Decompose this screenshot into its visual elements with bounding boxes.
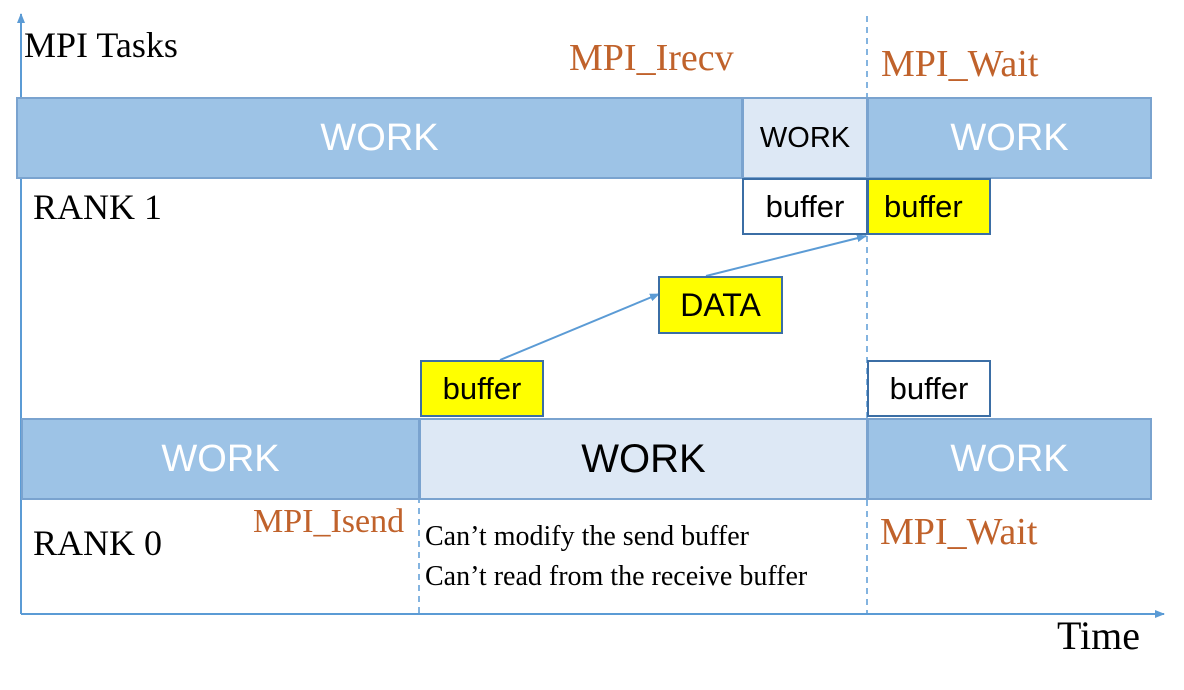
rank0-work-overlap-label: WORK: [581, 436, 706, 481]
restriction-note-line-1: Can’t modify the send buffer: [425, 521, 750, 552]
rank1-work-overlap-block: WORK: [742, 97, 868, 179]
irecv-call-label: MPI_Irecv: [569, 37, 734, 79]
restriction-note: Can’t modify the send buffer Can’t read …: [425, 517, 807, 597]
rank1-buffer-pending-label: buffer: [765, 188, 845, 224]
rank1-work-before-label: WORK: [320, 116, 439, 159]
rank1-work-overlap-label: WORK: [759, 121, 851, 154]
rank0-buffer-sending-label: buffer: [442, 370, 522, 406]
rank1-work-after-block: WORK: [867, 97, 1152, 179]
send-to-data-arrow: [499, 293, 660, 361]
rank0-label: RANK 0: [33, 523, 163, 563]
rank0-work-after-block: WORK: [867, 418, 1152, 500]
rank0-work-before-label: WORK: [161, 437, 280, 480]
rank0-work-after-label: WORK: [950, 437, 1069, 480]
rank0-work-before-block: WORK: [21, 418, 420, 500]
restriction-note-line-2: Can’t read from the receive buffer: [425, 561, 808, 592]
rank1-work-after-label: WORK: [950, 116, 1069, 159]
rank1-label: RANK 1: [33, 187, 163, 227]
rank1-receive-buffer-pending: buffer: [742, 178, 868, 235]
rank1-receive-buffer-ready: buffer: [867, 178, 991, 235]
rank0-send-buffer-free: buffer: [867, 360, 991, 417]
y-axis-label: MPI Tasks: [24, 25, 178, 65]
rank0-send-buffer-in-use: buffer: [420, 360, 544, 417]
x-axis-label: Time: [1057, 613, 1141, 658]
data-to-receive-arrow: [705, 234, 867, 277]
isend-call-label: MPI_Isend: [253, 503, 405, 540]
rank0-work-overlap-block: WORK: [419, 418, 868, 500]
rank1-work-before-block: WORK: [16, 97, 743, 179]
wait-call-label-rank0: MPI_Wait: [880, 511, 1038, 553]
data-message-label: DATA: [680, 286, 761, 323]
data-message-box: DATA: [658, 276, 783, 334]
wait-call-label-rank1: MPI_Wait: [881, 43, 1039, 85]
rank0-buffer-free-label: buffer: [889, 370, 969, 406]
rank1-buffer-ready-label: buffer: [884, 188, 963, 224]
